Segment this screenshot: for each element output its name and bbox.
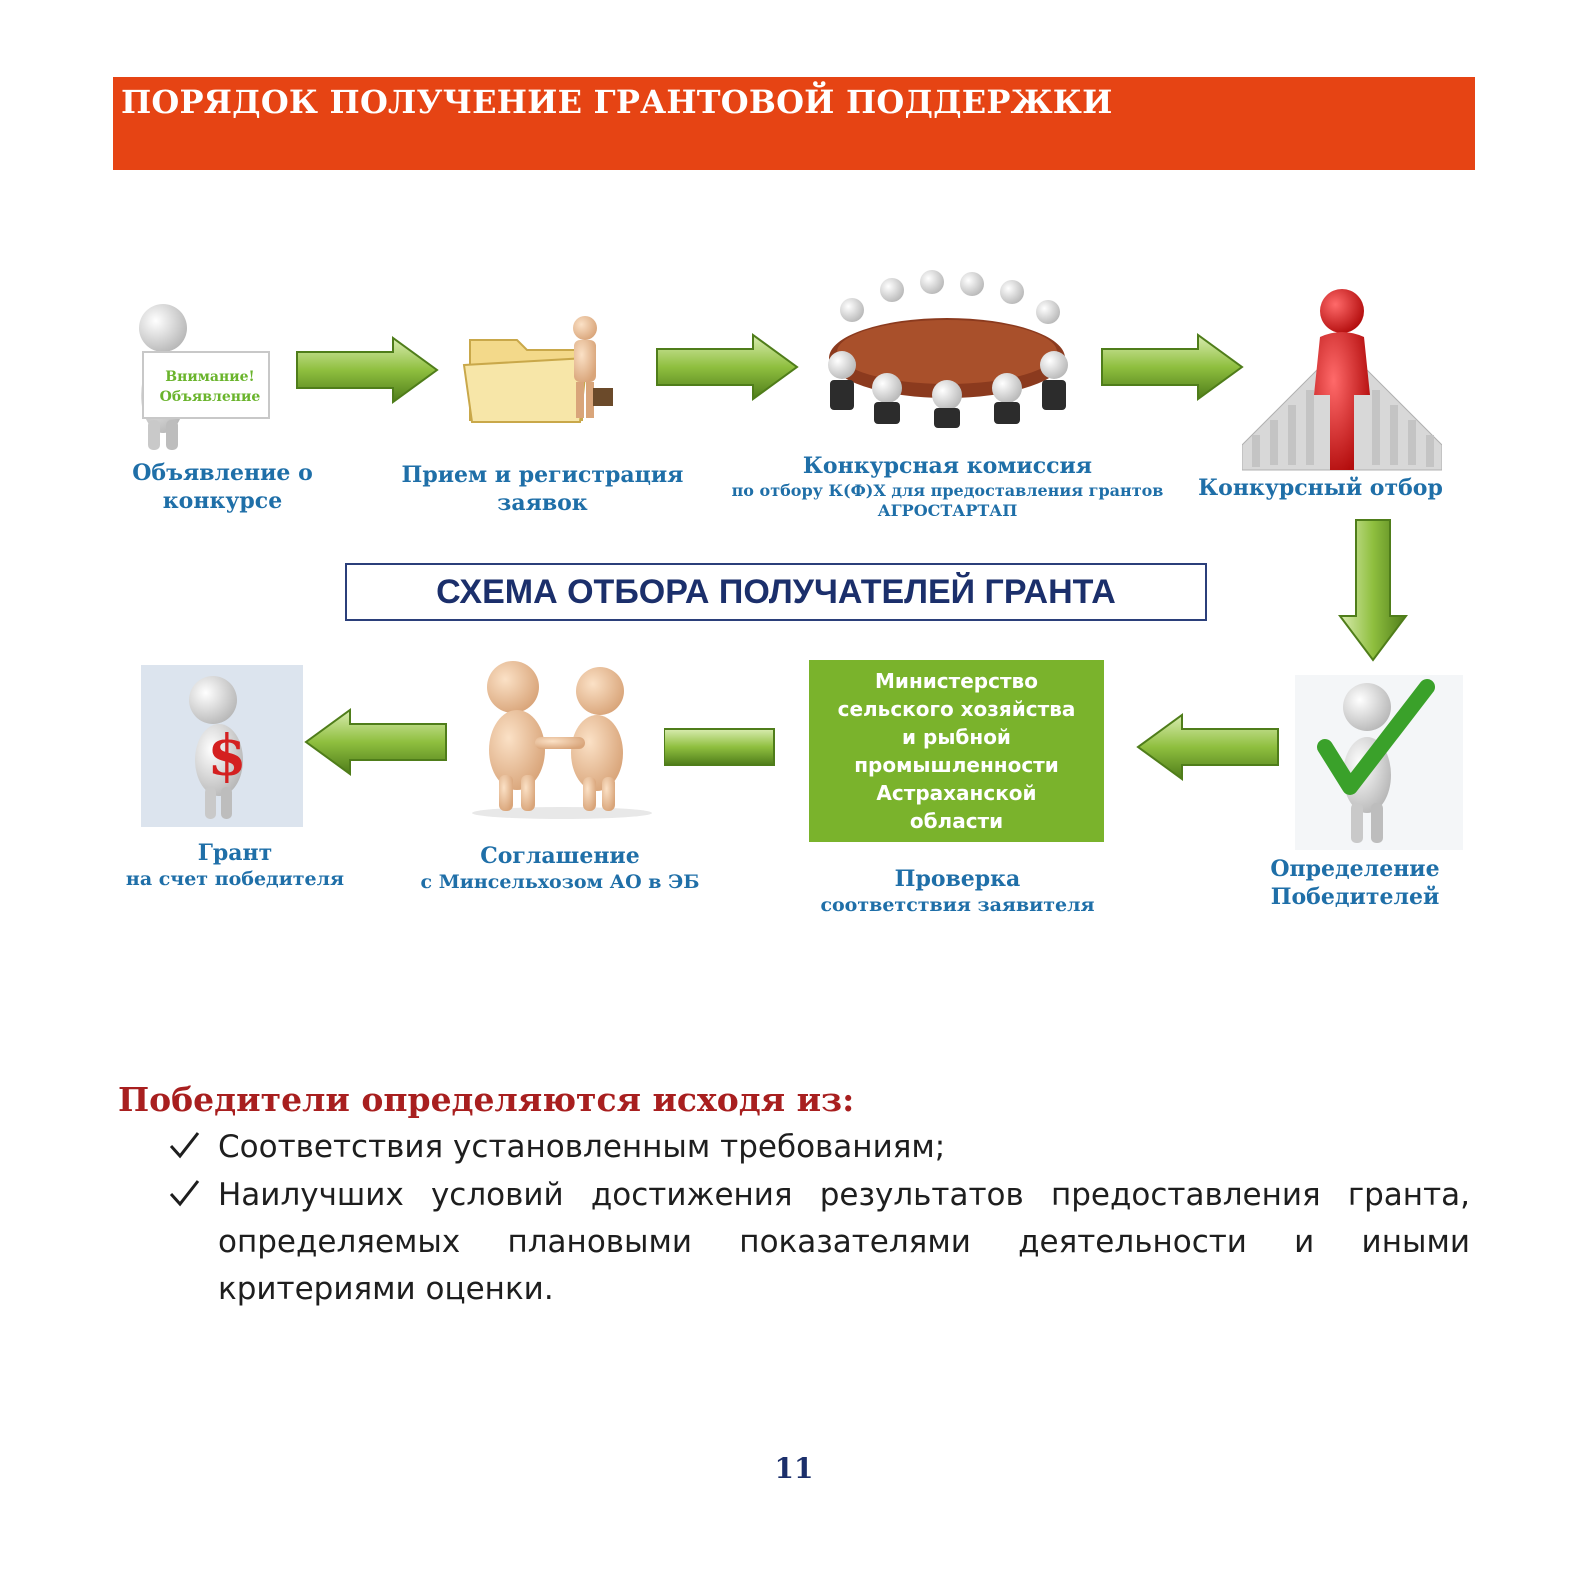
step-selection-label: Конкурсный отбор	[1198, 475, 1443, 501]
list-item: Наилучших условий достижения результатов…	[165, 1172, 1470, 1313]
page-title: ПОРЯДОК ПОЛУЧЕНИЕ ГРАНТОВОЙ ПОДДЕРЖКИ	[121, 83, 1113, 121]
step-reception-label: Прием и регистрация заявок	[401, 462, 684, 516]
header-banner: ПОРЯДОК ПОЛУЧЕНИЕ ГРАНТОВОЙ ПОДДЕРЖКИ	[113, 77, 1475, 170]
schema-title-box: СХЕМА ОТБОРА ПОЛУЧАТЕЛЕЙ ГРАНТА	[345, 563, 1207, 621]
checkmark-icon	[169, 1132, 200, 1159]
checkmark-icon	[169, 1180, 200, 1207]
step-grant-label: Грант на счет победителя	[125, 840, 345, 890]
checkmark-figure-icon	[1295, 675, 1463, 850]
step-agreement-label: Соглашение с Минсельхозом АО в ЭБ	[420, 843, 700, 893]
arrow-right-icon	[296, 336, 439, 404]
arrow-left-icon	[304, 708, 447, 776]
folder-icon	[462, 316, 613, 423]
ministry-name: Министерство сельского хозяйства и рыбно…	[837, 669, 1076, 833]
arrow-left-icon	[664, 728, 775, 766]
handshake-icon	[472, 661, 652, 819]
step-commission-label: Конкурсная комиссия по отбору К(Ф)Х для …	[731, 453, 1164, 520]
list-item: Соответствия установленным требованиям;	[165, 1124, 1470, 1171]
schema-title: СХЕМА ОТБОРА ПОЛУЧАТЕЛЕЙ ГРАНТА	[436, 572, 1116, 611]
svg-text:$: $	[208, 723, 247, 789]
step-announcement-label: Объявление о конкурсе	[132, 460, 313, 514]
round-table-meeting-icon	[828, 270, 1068, 428]
criteria-list: Соответствия установленным требованиям; …	[165, 1124, 1470, 1314]
arrow-right-icon	[1101, 333, 1244, 401]
arrow-left-icon	[1136, 713, 1279, 781]
grant-dollar-figure-icon: $	[141, 665, 303, 827]
svg-text:Объявление: Объявление	[160, 389, 261, 405]
page-number: 11	[774, 1452, 814, 1485]
leader-selection-icon	[1242, 289, 1442, 471]
arrow-down-icon	[1338, 519, 1408, 662]
arrow-right-icon	[656, 333, 799, 401]
ministry-box: Министерство сельского хозяйства и рыбно…	[809, 660, 1104, 842]
step-winners-label: Определение Победителей	[1270, 856, 1440, 910]
criteria-heading: Победители определяются исходя из:	[118, 1080, 855, 1119]
announcement-figure-icon: Внимание! Объявление	[139, 304, 270, 450]
step-verification-label: Проверка соответствия заявителя	[820, 866, 1095, 916]
svg-text:Внимание!: Внимание!	[165, 369, 254, 385]
